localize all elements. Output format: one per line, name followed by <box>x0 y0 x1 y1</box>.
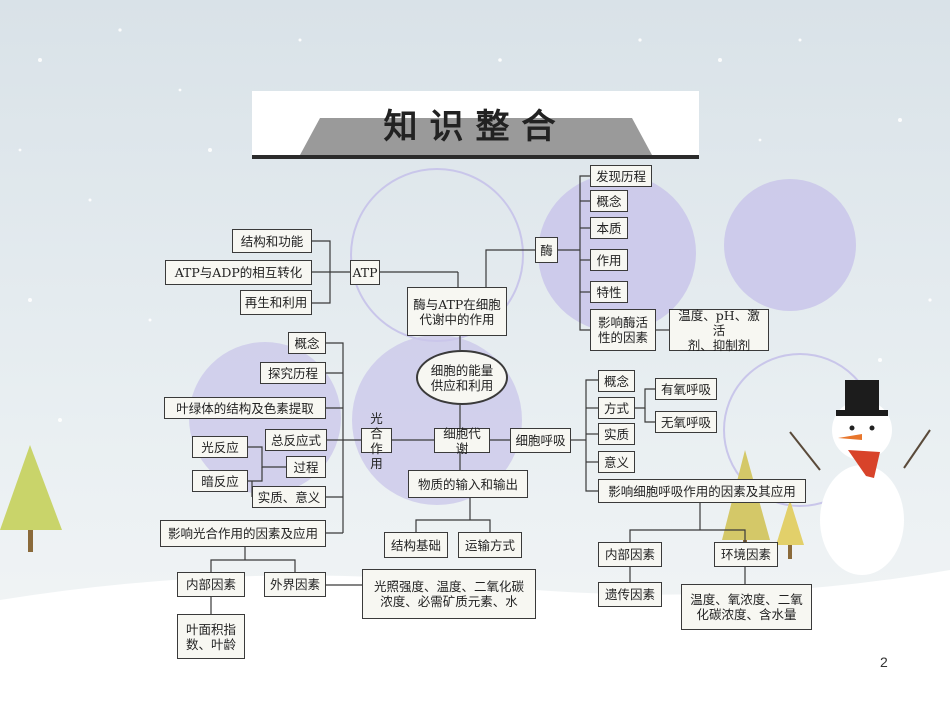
node-ps-process: 过程 <box>286 456 326 478</box>
node-enz-concept: 概念 <box>590 190 628 212</box>
node-atp-adp: ATP与ADP的相互转化 <box>165 260 312 285</box>
node-enz-factors: 影响酶活 性的因素 <box>590 309 656 351</box>
node-enzyme-atp: 酶与ATP在细胞 代谢中的作用 <box>407 287 507 336</box>
node-transport: 物质的输入和输出 <box>408 470 528 498</box>
node-res-environment: 环境因素 <box>714 542 778 567</box>
title-ribbon-shape <box>300 118 652 155</box>
node-res-internal: 内部因素 <box>598 542 662 567</box>
node-metabolism: 细胞代谢 <box>434 426 490 456</box>
snowflakes <box>18 28 932 422</box>
page-number: 2 <box>880 654 888 670</box>
node-enz-nature: 本质 <box>590 217 628 239</box>
node-ps-external-list: 光照强度、温度、二氧化碳 浓度、必需矿质元素、水 <box>362 569 536 619</box>
node-respiration: 细胞呼吸 <box>510 428 571 453</box>
node-ps-light: 光反应 <box>192 436 248 458</box>
node-center: 细胞的能量 供应和利用 <box>416 350 508 405</box>
node-ps-history: 探究历程 <box>260 362 326 384</box>
node-res-env-list: 温度、氧浓度、二氧 化碳浓度、含水量 <box>681 584 812 630</box>
node-ps-internal: 内部因素 <box>177 572 245 597</box>
node-ps-essence: 实质、意义 <box>252 486 326 508</box>
node-atp: ATP <box>350 260 380 285</box>
node-structure-basis: 结构基础 <box>384 532 448 558</box>
node-enz-traits: 特性 <box>590 281 628 303</box>
node-res-concept: 概念 <box>598 370 635 392</box>
node-res-essence: 实质 <box>598 423 635 445</box>
snowman <box>789 380 931 575</box>
node-enzyme: 酶 <box>535 237 558 263</box>
node-ps-concept: 概念 <box>288 332 326 354</box>
node-enz-function: 作用 <box>590 249 628 271</box>
tree-left <box>0 445 62 552</box>
node-ps-dark: 暗反应 <box>192 470 248 492</box>
node-transport-mode: 运输方式 <box>458 532 522 558</box>
node-ps-factors: 影响光合作用的因素及应用 <box>160 520 326 547</box>
node-ps-chloroplast: 叶绿体的结构及色素提取 <box>164 397 326 419</box>
node-enz-factor-list: 温度、pH、激活 剂、抑制剂 <box>669 308 769 353</box>
node-ps-equation: 总反应式 <box>265 429 327 451</box>
node-enz-history: 发现历程 <box>590 165 652 187</box>
node-res-genetic: 遗传因素 <box>598 582 662 607</box>
node-ps-external: 外界因素 <box>264 572 326 597</box>
node-res-aerobic: 有氧呼吸 <box>655 378 717 400</box>
node-atp-structure: 结构和功能 <box>232 229 312 253</box>
node-atp-regen: 再生和利用 <box>240 290 312 315</box>
title-banner: 知识整合 <box>252 91 699 159</box>
node-res-factors: 影响细胞呼吸作用的因素及其应用 <box>598 479 806 503</box>
page-title: 知识整合 <box>383 106 568 147</box>
node-res-anaerobic: 无氧呼吸 <box>655 411 717 433</box>
node-photosynthesis: 光合作用 <box>361 411 392 471</box>
node-ps-leaf: 叶面积指 数、叶龄 <box>177 614 245 659</box>
node-res-mode: 方式 <box>598 397 635 419</box>
node-res-meaning: 意义 <box>598 451 635 473</box>
